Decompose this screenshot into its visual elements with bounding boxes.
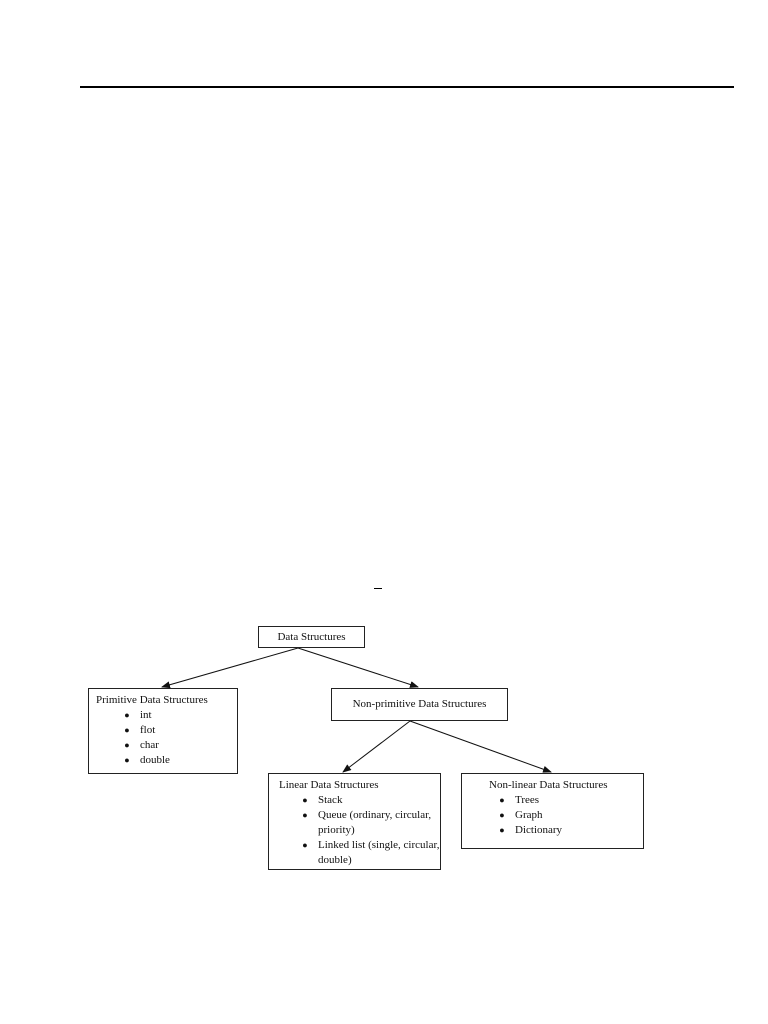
edge-root-to-non-primitive xyxy=(297,647,419,688)
list-item: ●double xyxy=(114,753,237,768)
list-item: ●Dictionary xyxy=(489,823,643,838)
bullet-icon: ● xyxy=(302,810,308,820)
bullet-list: ●Trees ●Graph ●Dictionary xyxy=(489,793,643,838)
edge-non-primitive-to-non-linear xyxy=(409,720,552,773)
node-title: Non-linear Data Structures xyxy=(489,779,608,791)
bullet-icon: ● xyxy=(499,795,505,805)
node-non-primitive-data-structures: Non-primitive Data Structures xyxy=(331,688,508,721)
node-title: Primitive Data Structures xyxy=(96,694,208,706)
node-linear-data-structures: Linear Data Structures ●Stack ●Queue (or… xyxy=(268,773,441,870)
node-title: Non-primitive Data Structures xyxy=(352,698,487,710)
list-item: ●Queue (ordinary, circular, priority) xyxy=(292,808,440,838)
bullet-icon: ● xyxy=(499,825,505,835)
node-title: Data Structures xyxy=(277,631,346,643)
bullet-icon: ● xyxy=(124,725,130,735)
list-item: ●char xyxy=(114,738,237,753)
edge-non-primitive-to-linear xyxy=(342,720,411,773)
node-non-linear-data-structures: Non-linear Data Structures ●Trees ●Graph… xyxy=(461,773,644,849)
list-item: ●Trees xyxy=(489,793,643,808)
bullet-icon: ● xyxy=(302,840,308,850)
header-rule xyxy=(80,86,734,88)
list-item: ●int xyxy=(114,708,237,723)
node-title: Linear Data Structures xyxy=(279,779,379,791)
edge-root-to-primitive xyxy=(161,647,299,689)
bullet-icon: ● xyxy=(124,740,130,750)
list-item: ●Linked list (single, circular, double) xyxy=(292,838,440,868)
bullet-icon: ● xyxy=(124,755,130,765)
bullet-icon: ● xyxy=(302,795,308,805)
list-item: ●Stack xyxy=(292,793,440,808)
bullet-list: ●int ●flot ●char ●double xyxy=(114,708,237,768)
list-item: ●Graph xyxy=(489,808,643,823)
list-item: ●flot xyxy=(114,723,237,738)
bullet-icon: ● xyxy=(124,710,130,720)
bullet-list: ●Stack ●Queue (ordinary, circular, prior… xyxy=(292,793,440,868)
bullet-icon: ● xyxy=(499,810,505,820)
node-primitive-data-structures: Primitive Data Structures ●int ●flot ●ch… xyxy=(88,688,238,774)
node-data-structures: Data Structures xyxy=(258,626,365,648)
dash-mark xyxy=(374,588,382,589)
